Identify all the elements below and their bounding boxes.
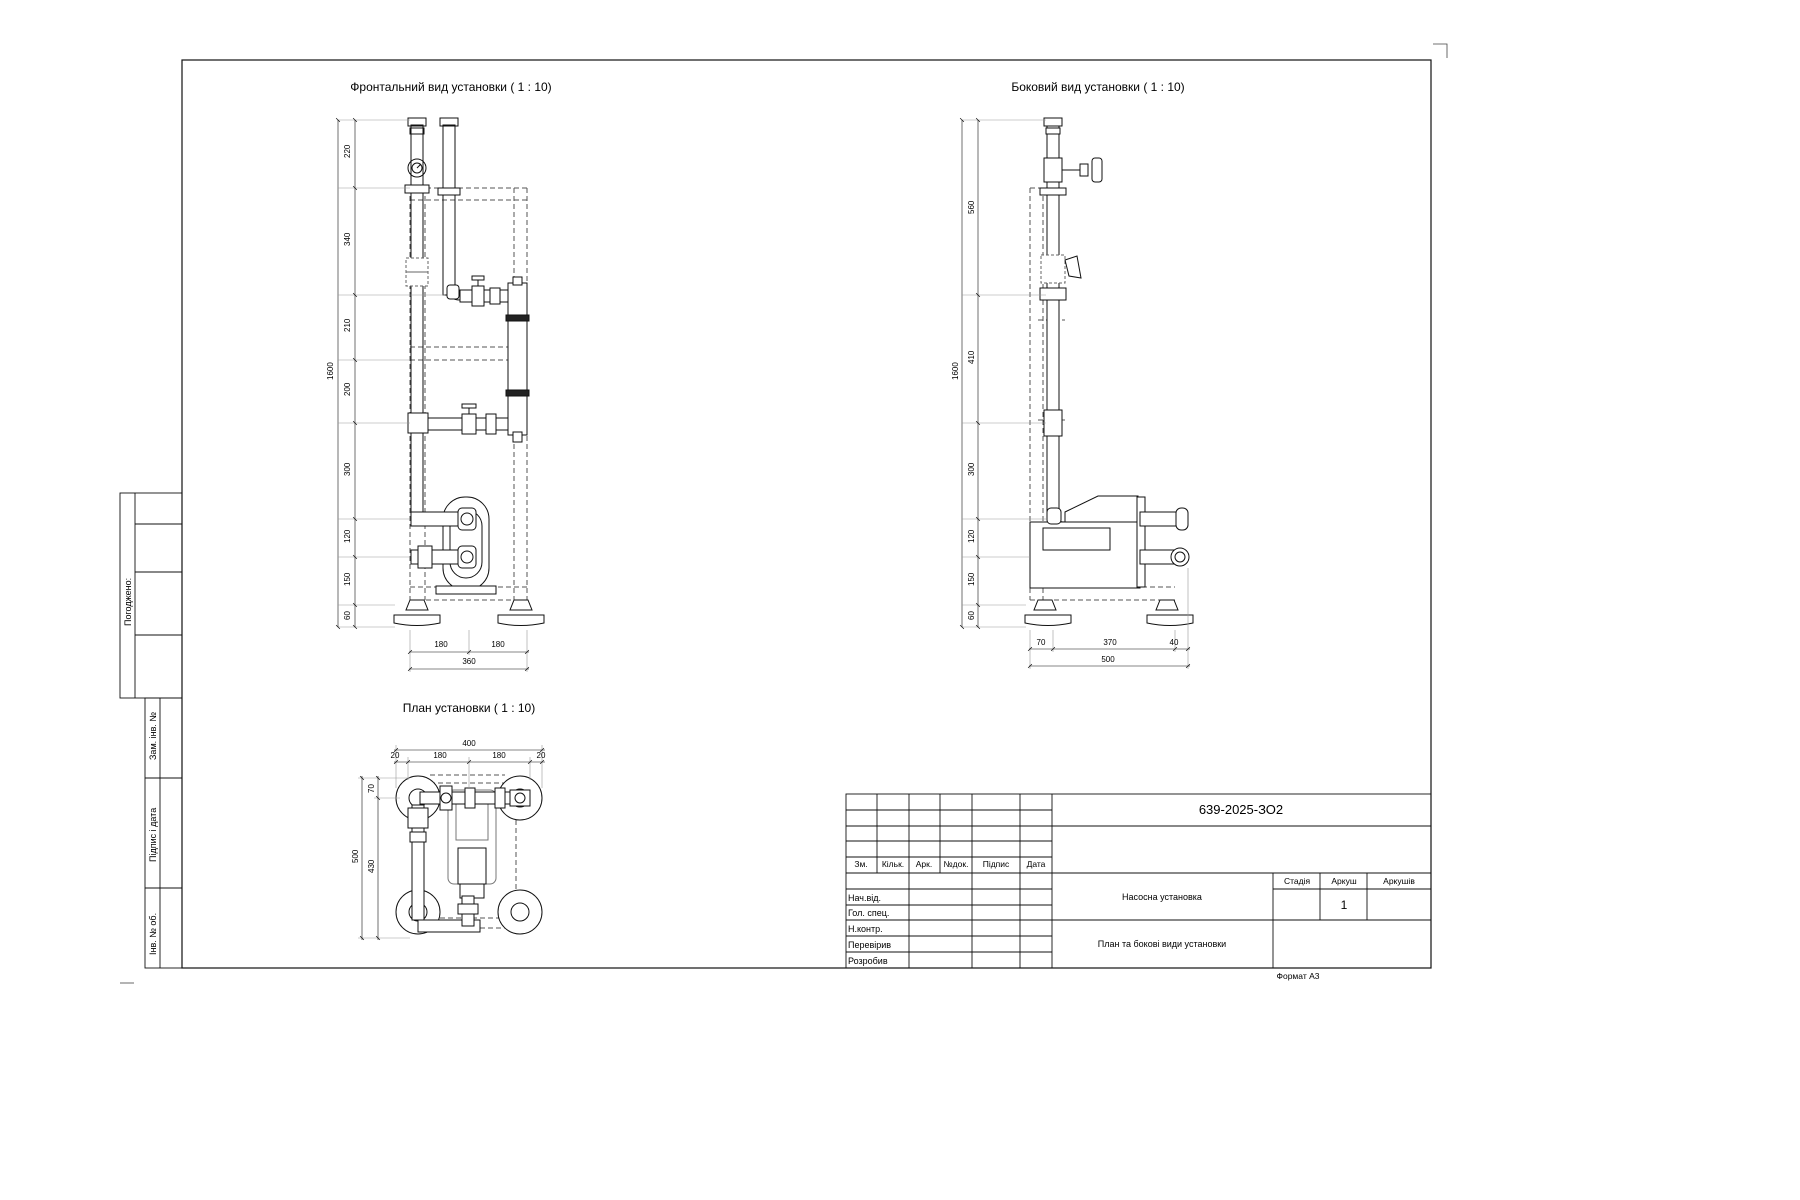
role-developed: Розробив [848, 956, 888, 966]
plan-dim-430: 430 [367, 859, 376, 873]
side-dim-120: 120 [967, 529, 976, 543]
side-dim-h-total: 500 [1101, 655, 1115, 664]
plan-view-dim-labels: 400 20 180 180 20 70 430 500 [351, 739, 546, 873]
role-chief-spec: Гол. спец. [848, 908, 889, 918]
side-dim-410: 410 [967, 350, 976, 364]
role-checked: Перевірив [848, 940, 891, 950]
front-dim-220: 220 [343, 144, 352, 158]
plan-view-title: План установки ( 1 : 10) [403, 701, 535, 715]
plan-dim-total-400: 400 [462, 739, 476, 748]
front-dim-h-total: 360 [462, 657, 476, 666]
hdr-signature: Підпис [983, 859, 1010, 869]
side-dim-h-40: 40 [1170, 638, 1179, 647]
side-dim-560: 560 [967, 200, 976, 214]
sheet-label: Аркуш [1331, 876, 1356, 886]
title-block [845, 793, 1432, 969]
side-stamp [119, 492, 183, 969]
front-dim-150: 150 [343, 572, 352, 586]
hdr-docno: №док. [944, 859, 969, 869]
front-view-title: Фронтальний вид установки ( 1 : 10) [350, 80, 551, 94]
front-dim-340: 340 [343, 232, 352, 246]
plan-view-drawing [395, 774, 543, 935]
front-dim-210: 210 [343, 318, 352, 332]
plan-view-dimensions [358, 745, 545, 941]
stamp-sign-date-label: Підпис і дата [148, 808, 158, 862]
role-norm-control: Н.контр. [848, 924, 883, 934]
front-dim-h-180a: 180 [434, 640, 448, 649]
drawing-frame [181, 59, 1432, 969]
plan-dim-20a: 20 [391, 751, 400, 760]
title-block-headers: Зм. Кільк. Арк. №док. Підпис Дата [854, 859, 1045, 869]
stamp-inv-orig-label: Інв. № об. [148, 913, 158, 955]
paper-format: Формат А3 [1277, 971, 1320, 981]
front-dim-200: 200 [343, 382, 352, 396]
plan-dim-70: 70 [367, 784, 376, 793]
side-dim-total: 1600 [951, 362, 960, 380]
front-dim-h-180b: 180 [491, 640, 505, 649]
front-dim-120: 120 [343, 529, 352, 543]
plan-dim-180a: 180 [433, 751, 447, 760]
front-dim-300: 300 [343, 462, 352, 476]
stamp-inv-replace-label: Зам. інв. № [148, 712, 158, 760]
side-dim-60: 60 [967, 611, 976, 620]
corner-marks [120, 43, 1448, 984]
side-view-dimensions [959, 117, 1191, 669]
side-dim-h-370: 370 [1103, 638, 1117, 647]
front-view-dim-labels: 220 340 210 200 300 120 150 60 1600 180 … [326, 144, 505, 666]
sheet-name: План та бокові види установки [1098, 939, 1226, 949]
front-dim-total: 1600 [326, 362, 335, 380]
side-dim-150: 150 [967, 572, 976, 586]
side-view-title: Боковий вид установки ( 1 : 10) [1011, 80, 1184, 94]
side-view-drawing [1024, 117, 1194, 626]
front-dim-60: 60 [343, 611, 352, 620]
sheets-label: Аркушів [1383, 876, 1415, 886]
role-head-dept: Нач.від. [848, 893, 881, 903]
hdr-date: Дата [1027, 859, 1046, 869]
side-dim-300: 300 [967, 462, 976, 476]
side-dim-h-70: 70 [1037, 638, 1046, 647]
sheet-value: 1 [1341, 898, 1348, 912]
hdr-change: Зм. [854, 859, 867, 869]
object-name: Насосна установка [1122, 892, 1202, 902]
side-view-dim-labels: 560 410 300 120 150 60 1600 70 370 40 50… [951, 200, 1179, 664]
drawing-sheet: Погоджено: Зам. інв. № Підпис і дата Інв… [119, 43, 1448, 984]
hdr-qty: Кільк. [882, 859, 904, 869]
plan-dim-20b: 20 [537, 751, 546, 760]
front-view-dimensions [335, 117, 530, 672]
stage-label: Стадія [1284, 876, 1311, 886]
hdr-sheet: Арк. [916, 859, 932, 869]
plan-dim-total-500: 500 [351, 849, 360, 863]
plan-dim-180b: 180 [492, 751, 506, 760]
doc-code: 639-2025-ЗО2 [1199, 802, 1283, 817]
stamp-approved-label: Погоджено: [123, 578, 133, 626]
front-view-drawing [393, 117, 545, 626]
title-block-roles: Нач.від. Гол. спец. Н.контр. Перевірив Р… [848, 893, 891, 966]
